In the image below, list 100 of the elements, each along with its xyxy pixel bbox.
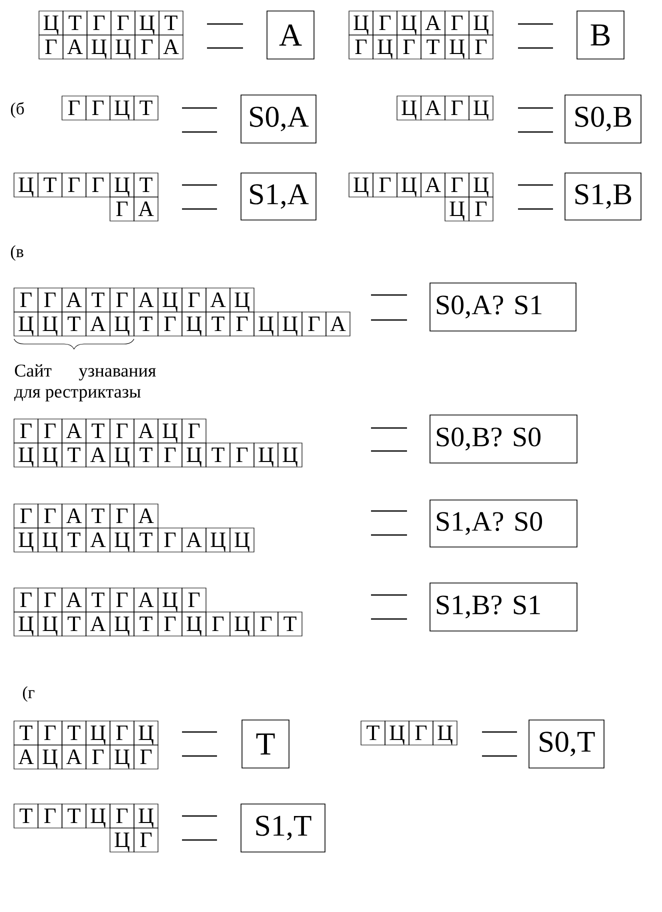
sequence-cell: Г (134, 34, 160, 60)
sequence-cell: А (420, 10, 446, 36)
sequence-cell: Ц (254, 442, 278, 468)
sequence-cell: Ц (38, 312, 62, 336)
sequence-cell: Г (408, 720, 434, 746)
sequence-cell: Г (396, 34, 422, 60)
sequence-cell: Ц (182, 442, 206, 468)
sequence-cell: Ц (38, 612, 62, 636)
sequence-cell: А (86, 442, 110, 468)
sequence-cell: А (420, 96, 446, 120)
sequence-cell: Г (158, 528, 182, 552)
sequence-cell: Т (62, 312, 86, 336)
sequence-cell: Г (468, 196, 494, 222)
sequence-cell: Г (110, 804, 134, 828)
sequence-cell: Г (302, 312, 326, 336)
sequence-cell: Г (38, 418, 62, 444)
sequence-cell: Г (182, 418, 206, 444)
sequence-cell: Г (110, 504, 134, 528)
sequence-cell: Ц (384, 720, 410, 746)
sequence-cell: Г (14, 288, 38, 312)
sequence-cell: Ц (110, 312, 134, 336)
sequence-cell: А (158, 34, 184, 60)
sequence-cell: Ц (86, 34, 112, 60)
sequence-cell: Г (14, 504, 38, 528)
sequence-cell: Т (420, 34, 446, 60)
sequence-cell: Г (110, 720, 134, 746)
sequence-cell: Г (158, 442, 182, 468)
sequence-cell: Ц (468, 96, 494, 120)
sequence-cell: Г (206, 612, 230, 636)
sequence-cell: Ц (206, 528, 230, 552)
sequence-cell: А (62, 34, 88, 60)
label-box: S0,B? S0 (430, 414, 578, 464)
sequence-cell: Т (134, 442, 158, 468)
sequence-cell: Ц (158, 418, 182, 444)
sequence-cell: Ц (110, 172, 134, 198)
sequence-cell: Ц (182, 312, 206, 336)
label-box: S0,T (528, 720, 604, 768)
sequence-cell: Ц (372, 34, 398, 60)
sequence-cell: Ц (110, 528, 134, 552)
sequence-cell: Ц (134, 804, 158, 828)
sequence-cell: Г (86, 96, 110, 120)
sequence-cell: Г (38, 34, 64, 60)
sequence-cell: Ц (14, 442, 38, 468)
sequence-cell: Т (206, 312, 230, 336)
sequence-cell: Т (86, 288, 110, 312)
sequence-cell: Г (14, 588, 38, 612)
sequence-cell: Т (86, 418, 110, 444)
sequence-cell: Т (134, 96, 158, 120)
label-box: S0,B (564, 94, 642, 144)
sequence-cell: Г (182, 288, 206, 312)
sequence-cell: А (134, 588, 158, 612)
label-box: S0,A (240, 94, 316, 144)
sequence-cell: Ц (110, 744, 134, 770)
sequence-cell: Г (444, 10, 470, 36)
panel-label: (г (22, 686, 34, 702)
sequence-cell: А (206, 288, 230, 312)
sequence-cell: А (14, 744, 38, 770)
label-box: A (266, 10, 314, 60)
sequence-cell: А (62, 504, 86, 528)
sequence-cell: Г (348, 34, 374, 60)
sequence-cell: Ц (444, 34, 470, 60)
sequence-cell: А (86, 312, 110, 336)
sequence-cell: А (134, 196, 158, 222)
sequence-cell: Ц (134, 720, 158, 746)
sequence-cell: Т (62, 528, 86, 552)
sequence-cell: Ц (432, 720, 458, 746)
sequence-cell: Г (14, 418, 38, 444)
sequence-cell: Ц (86, 720, 110, 746)
sequence-cell: Ц (396, 10, 422, 36)
sequence-cell: Г (134, 744, 158, 770)
label-box: S1,A? S0 (430, 500, 578, 548)
sequence-cell: А (86, 528, 110, 552)
sequence-cell: Г (110, 588, 134, 612)
sequence-cell: Г (38, 504, 62, 528)
sequence-cell: Г (38, 720, 62, 746)
sequence-cell: Ц (278, 442, 302, 468)
sequence-cell: Т (360, 720, 386, 746)
sequence-cell: А (62, 418, 86, 444)
sequence-cell: Ц (254, 312, 278, 336)
sequence-cell: Ц (396, 96, 422, 120)
sequence-cell: Ц (110, 34, 136, 60)
sequence-cell: Т (38, 172, 62, 198)
sequence-cell: Т (14, 720, 38, 746)
sequence-cell: Г (86, 10, 112, 36)
sequence-cell: Ц (348, 172, 374, 198)
sequence-cell: Ц (278, 312, 302, 336)
sequence-cell: Т (278, 612, 302, 636)
sequence-cell: Г (86, 744, 110, 770)
sequence-cell: Г (444, 96, 470, 120)
sequence-cell: Ц (158, 588, 182, 612)
sequence-cell: А (326, 312, 350, 336)
sequence-cell: Т (86, 504, 110, 528)
panel-label: (б (10, 102, 24, 118)
sequence-cell: Ц (230, 528, 254, 552)
sequence-cell: А (62, 588, 86, 612)
sequence-cell: Т (62, 804, 86, 828)
sequence-cell: Т (158, 10, 184, 36)
label-box: S1,B (564, 172, 642, 220)
sequence-cell: Т (134, 172, 158, 198)
sequence-cell: Ц (38, 528, 62, 552)
